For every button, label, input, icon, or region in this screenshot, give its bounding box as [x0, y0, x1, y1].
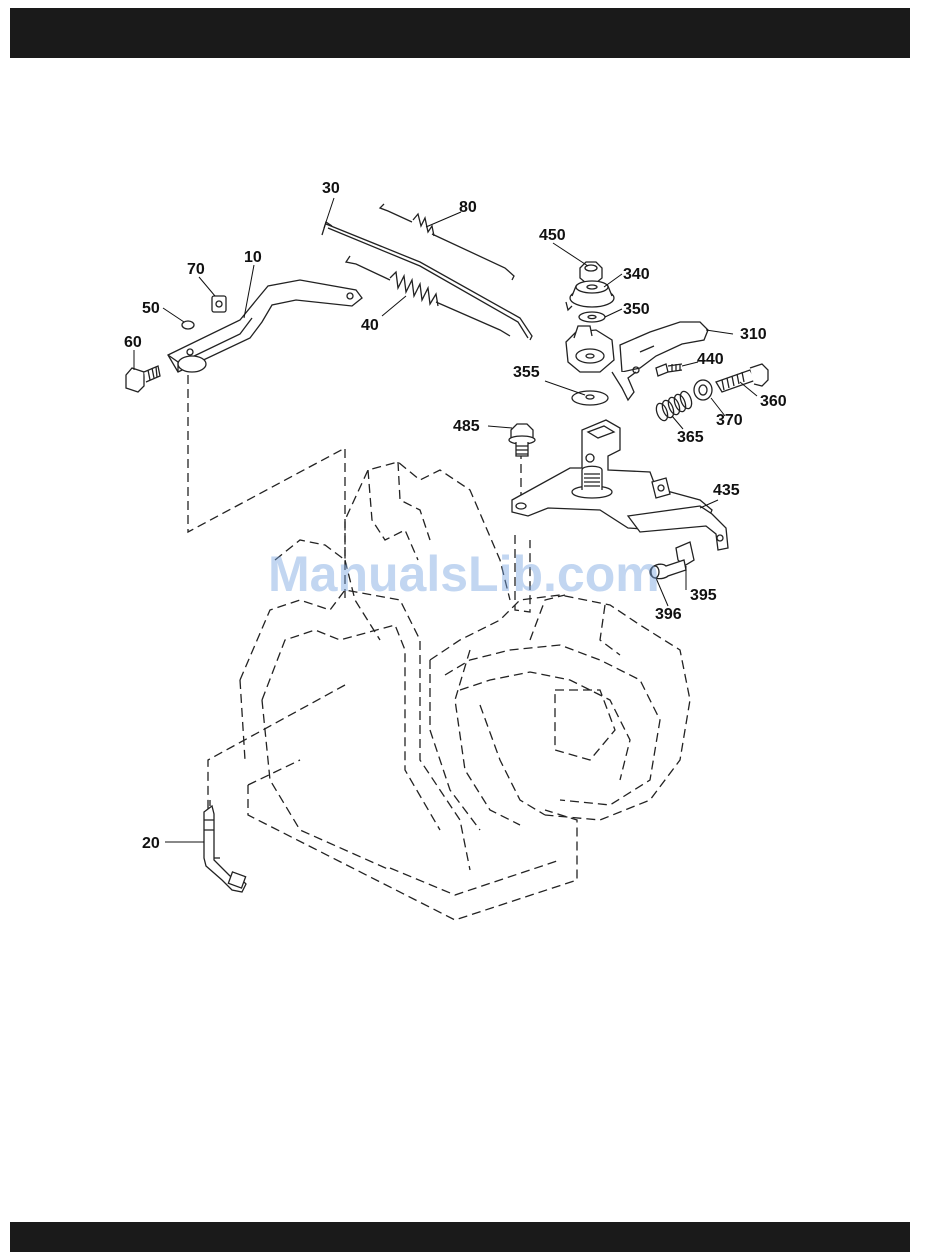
flange-bolt-part	[509, 424, 535, 456]
small-screw-part	[656, 364, 682, 376]
nut-part	[580, 262, 602, 283]
callout-340: 340	[623, 266, 650, 283]
callout-10: 10	[244, 249, 262, 266]
adjust-screw-part	[716, 364, 768, 392]
callout-60: 60	[124, 334, 142, 351]
callout-350: 350	[623, 301, 650, 318]
engine-outline	[240, 462, 690, 920]
hex-nut-part	[694, 380, 712, 400]
callout-30: 30	[322, 180, 340, 197]
large-washer-part	[572, 391, 608, 405]
callout-360: 360	[760, 393, 787, 410]
callout-435: 435	[713, 482, 740, 499]
callout-450: 450	[539, 227, 566, 244]
link-rod-part	[322, 222, 532, 340]
upper-spring-part	[380, 204, 514, 280]
callout-50: 50	[142, 300, 160, 317]
compression-spring-part	[654, 390, 694, 422]
callout-20: 20	[142, 835, 160, 852]
callout-370: 370	[716, 412, 743, 429]
governor-lever-part	[168, 280, 362, 372]
callout-310: 310	[740, 326, 767, 343]
control-lever-part	[566, 322, 708, 400]
callout-365: 365	[677, 429, 704, 446]
callout-485: 485	[453, 418, 480, 435]
washer-part	[579, 312, 605, 322]
governor-shaft-part	[204, 800, 246, 892]
callout-40: 40	[361, 317, 379, 334]
callout-396: 396	[655, 606, 682, 623]
bolt-part	[126, 366, 160, 392]
callout-440: 440	[697, 351, 724, 368]
callout-70: 70	[187, 261, 205, 278]
callout-80: 80	[459, 199, 477, 216]
callout-355: 355	[513, 364, 540, 381]
watermark-text: ManualsLib.com	[268, 545, 698, 603]
